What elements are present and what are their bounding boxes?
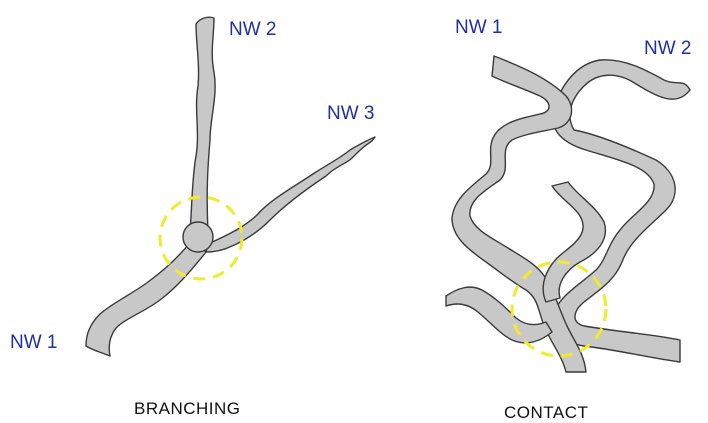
label-nw1-branching: NW 1 [10, 332, 58, 353]
nanowire-1-branch [86, 238, 206, 356]
label-nw1-contact: NW 1 [455, 17, 503, 38]
label-nw2-branching: NW 2 [229, 19, 277, 40]
nanowire-3-branch [206, 137, 375, 252]
branching-panel: NW 2 NW 3 NW 1 BRANCHING [10, 17, 375, 418]
branch-junction [183, 222, 213, 252]
contact-caption: CONTACT [504, 403, 588, 422]
nanowire-2-contact [552, 60, 690, 362]
label-nw3-branching: NW 3 [327, 103, 375, 124]
contact-panel: NW 1 NW 2 CONTACT [446, 17, 692, 422]
label-nw2-contact: NW 2 [644, 38, 692, 59]
branching-caption: BRANCHING [134, 399, 241, 418]
